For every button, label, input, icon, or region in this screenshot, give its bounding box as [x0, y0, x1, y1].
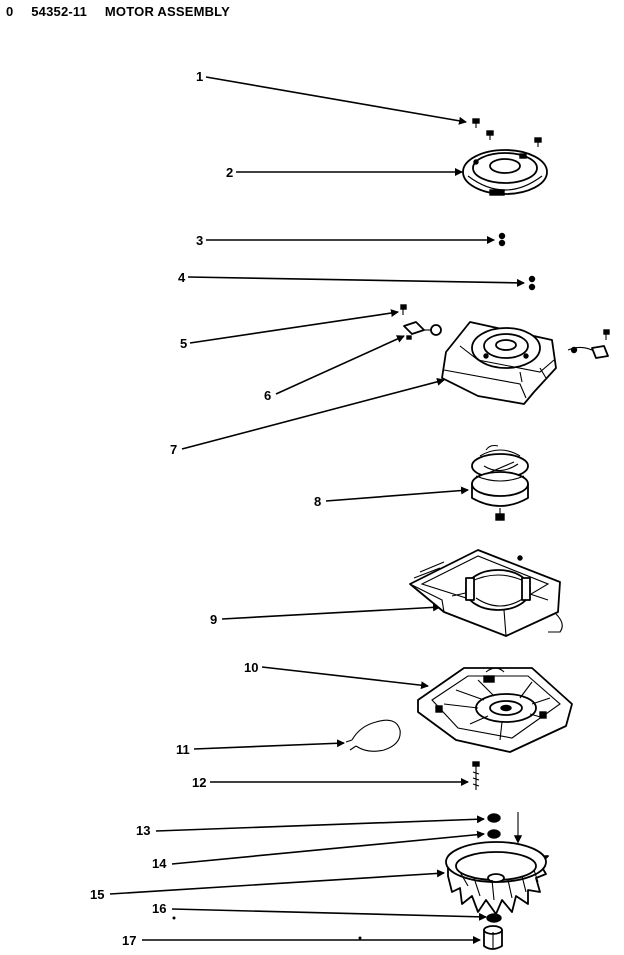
part-17-nut [483, 925, 503, 950]
leader-13 [155, 815, 485, 832]
callout-13: 13 [136, 823, 150, 838]
shaft-pin [513, 812, 523, 844]
leader-6 [275, 335, 405, 395]
callout-2: 2 [226, 165, 233, 180]
callout-7: 7 [170, 442, 177, 457]
callout-14: 14 [152, 856, 167, 871]
leader-5 [189, 309, 399, 344]
part-15-fan [445, 841, 549, 915]
part-5-screw [400, 304, 407, 315]
leader-8 [325, 486, 469, 502]
part-6-terminal [403, 321, 442, 340]
part-2-end-plate [462, 149, 548, 196]
leader-4 [187, 276, 525, 287]
part-3-nuts [498, 232, 506, 247]
callout-labels: 1 2 3 4 5 6 7 8 9 10 11 12 13 14 15 16 1… [90, 69, 321, 948]
part-4-nuts [528, 275, 536, 291]
speck [172, 916, 176, 920]
part-9-motor-frame [409, 549, 563, 637]
screw-icon [472, 118, 480, 128]
part-10-housing [417, 667, 573, 753]
callout-9: 9 [210, 612, 217, 627]
part-11-wire [345, 719, 401, 752]
part-7-mounting-bracket [441, 321, 610, 405]
callout-3: 3 [196, 233, 203, 248]
callout-16: 16 [152, 901, 166, 916]
callout-4: 4 [178, 270, 186, 285]
callout-6: 6 [264, 388, 271, 403]
screw-icon [534, 137, 542, 147]
header-title: MOTOR ASSEMBLY [104, 4, 231, 19]
part-8-armature [471, 444, 529, 521]
speck [358, 936, 362, 940]
callout-17: 17 [122, 933, 136, 948]
leader-11 [193, 739, 345, 750]
part-1-screws [472, 118, 542, 147]
diagram-header: 0 54352-11 MOTOR ASSEMBLY [6, 4, 244, 19]
screw-icon [486, 130, 494, 140]
part-14-washer [487, 829, 501, 839]
leader-1 [205, 76, 467, 125]
callout-11: 11 [176, 742, 190, 757]
header-index: 0 [6, 4, 14, 19]
part-13-washer [487, 813, 501, 823]
leader-16 [171, 908, 487, 921]
callout-5: 5 [180, 336, 187, 351]
callout-10: 10 [244, 660, 258, 675]
callout-1: 1 [196, 69, 203, 84]
part-16-washer [486, 913, 502, 923]
leader-14 [171, 830, 485, 865]
callout-8: 8 [314, 494, 321, 509]
leader-15 [109, 869, 445, 895]
leader-9 [221, 603, 441, 620]
callout-12: 12 [192, 775, 206, 790]
header-part-number: 54352-11 [31, 4, 88, 19]
leader-7 [181, 377, 445, 450]
leader-lines [109, 76, 525, 944]
part-12-screw [472, 761, 480, 790]
leader-10 [261, 666, 429, 690]
callout-15: 15 [90, 887, 104, 902]
